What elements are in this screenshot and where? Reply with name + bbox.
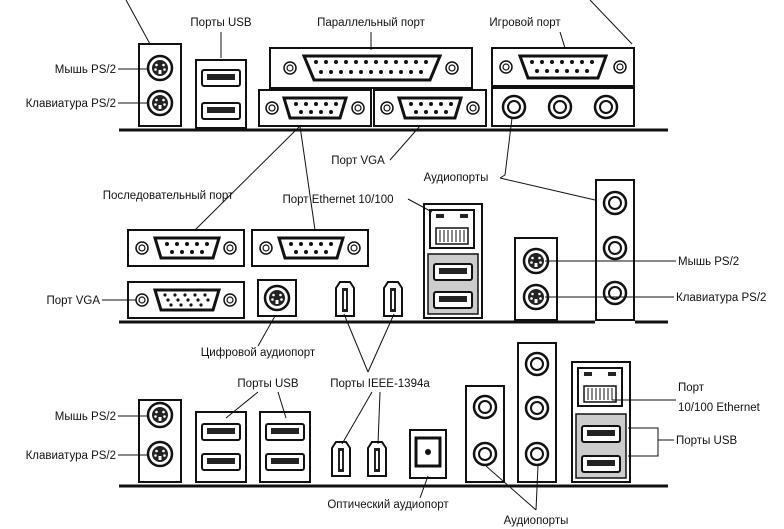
audio-jack-1 [501,94,527,120]
ps2-mouse-connector-2 [522,247,550,275]
audio-jack-2a [602,190,628,216]
ps2-mouse-connector-3 [146,401,174,429]
optical-audio-connector [409,429,447,479]
serial-port-connector-2a [127,229,245,267]
audio-jack-2 [547,94,573,120]
ps2-keyboard-connector-3 [146,440,174,468]
label-ps2-mouse-1: Мышь PS/2 [55,64,116,76]
digital-audio-connector [263,284,291,312]
label-ps2-mouse-3: Мышь PS/2 [55,411,116,423]
serial-port-connector-1 [258,89,372,127]
label-vga-port-2: Порт VGA [46,295,100,307]
vga-port-connector-2 [127,281,245,319]
audio-jack-3c [524,351,550,377]
ethernet-usb-stack-3 [571,361,631,483]
ieee1394-port-3a [331,441,351,477]
game-port-connector [491,47,635,87]
audio-jack-2b [602,235,628,261]
usb-port-1 [201,69,241,87]
label-audio-ports-3: Аудиопорты [504,515,569,527]
usb-port-3d [265,453,305,471]
usb-port-2 [201,102,241,120]
panel-1: Мышь PS/2 Клавиатура PS/2 Порты USB Пара… [26,0,668,231]
label-usb-ports-3: Порты USB [237,378,299,390]
ps2-keyboard-connector [146,89,174,117]
audio-jack-3b [472,441,498,467]
ethernet-usb-stack-2 [423,203,483,319]
audio-jack-2c [602,280,628,306]
usb-port-3c [265,423,305,441]
label-ethernet-10-100-alt: 10/100 Ethernet [678,402,761,414]
panel-2: Порт Ethernet 10/100 Порт VGA Цифровой а… [46,179,766,359]
ieee1394-port-2a [335,281,355,317]
label-optical-audio-port: Оптический аудиопорт [327,499,449,511]
label-ieee1394-ports: Порты IEEE-1394a [330,378,430,390]
label-audio-ports-1: Аудиопорты [424,172,489,184]
label-ps2-keyboard-2: Клавиатура PS/2 [676,292,766,304]
audio-jack-3e [524,441,550,467]
audio-jack-3 [593,94,619,120]
label-ps2-keyboard-1: Клавиатура PS/2 [26,98,116,110]
vga-port-connector-1 [373,89,487,127]
label-ps2-mouse-2: Мышь PS/2 [678,256,739,268]
label-usb-ports-3b: Порты USB [676,435,738,447]
label-parallel-port: Параллельный порт [317,17,426,29]
ieee1394-port-2b [383,281,403,317]
panel-3: Порты USB Порты IEEE-1394a Мышь PS/2 Кла… [26,313,761,527]
label-ethernet-10-100: Порт Ethernet 10/100 [282,194,393,206]
label-serial-port: Последовательный порт [103,190,234,202]
usb-port-3a [201,423,241,441]
label-game-port: Игровой порт [489,17,561,29]
label-ps2-keyboard-3: Клавиатура PS/2 [26,450,116,462]
parallel-port-connector [269,47,473,89]
ps2-keyboard-connector-2 [522,283,550,311]
usb-port-3b [201,453,241,471]
label-digital-audio-port: Цифровой аудиопорт [201,347,316,359]
label-vga-port-1: Порт VGA [331,155,385,167]
serial-port-connector-2b [251,229,369,267]
label-usb-ports-1: Порты USB [190,17,252,29]
audio-jack-3a [472,394,498,420]
audio-jack-3d [524,395,550,421]
ps2-mouse-connector [146,54,174,82]
ieee1394-port-3b [367,441,387,477]
label-port-word: Порт [678,382,705,394]
